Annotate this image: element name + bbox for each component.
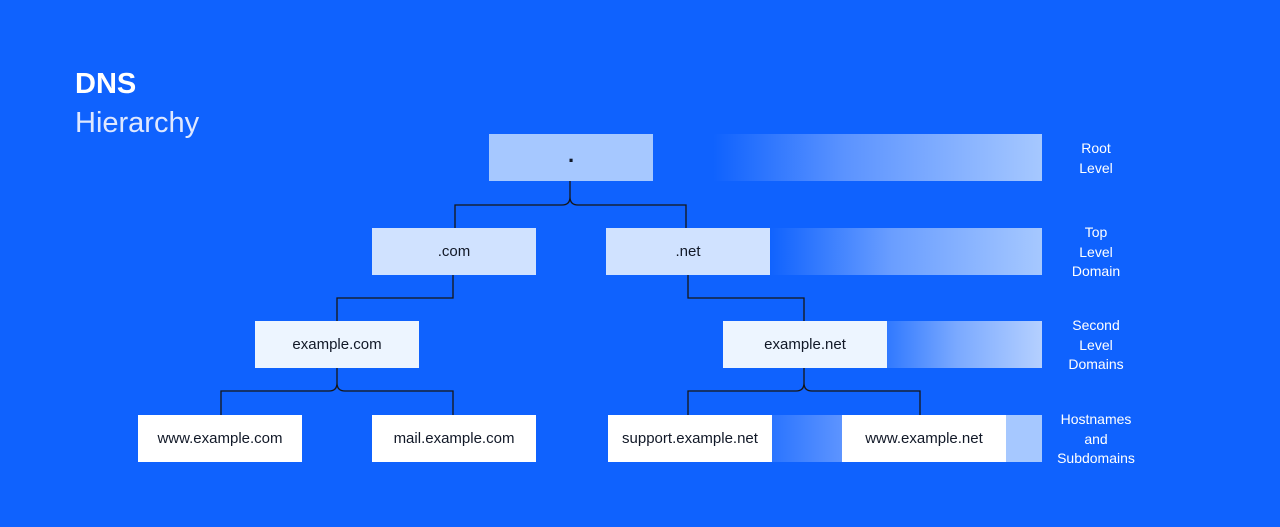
node-support-example-net: support.example.net [608, 415, 772, 462]
root-level-band [713, 134, 1042, 181]
node-www-example-net-label: www.example.net [865, 430, 983, 447]
node-www-example-net: www.example.net [842, 415, 1006, 462]
node-root: . [489, 134, 653, 181]
connector-example-net [687, 368, 921, 415]
connector-net [687, 275, 805, 321]
node-example-net-label: example.net [764, 336, 846, 353]
node-com-label: .com [437, 243, 471, 260]
connector-example-com [220, 368, 454, 415]
node-example-com: example.com [255, 321, 419, 368]
node-example-com-label: example.com [292, 336, 382, 353]
tld-level-band [769, 228, 1042, 275]
level-label-sld: Second Level Domains [1041, 316, 1151, 375]
level-label-line: Root [1081, 140, 1111, 156]
diagram-title: DNS Hierarchy [75, 66, 199, 143]
host-level-band-segment [771, 415, 842, 462]
node-net-label: .net [675, 243, 701, 260]
level-label-tld: Top Level Domain [1041, 223, 1151, 282]
node-www-example-com: www.example.com [138, 415, 302, 462]
sld-level-band [886, 321, 1042, 368]
level-label-line: Subdomains [1057, 450, 1135, 466]
node-mail-example-com-label: mail.example.com [393, 430, 515, 447]
node-example-net: example.net [723, 321, 887, 368]
node-root-label: . [567, 141, 575, 167]
connector-root [454, 181, 687, 228]
title-main: DNS [75, 68, 137, 100]
node-net: .net [606, 228, 770, 275]
title-sub: Hierarchy [75, 107, 200, 139]
node-www-example-com-label: www.example.com [157, 430, 283, 447]
level-label-line: Second [1072, 317, 1120, 333]
node-com: .com [372, 228, 536, 275]
level-label-line: Level [1079, 336, 1113, 353]
level-label-host: Hostnames and Subdomains [1041, 410, 1151, 469]
level-label-line: and [1084, 430, 1108, 447]
connector-com [336, 275, 454, 321]
level-label-line: Level [1079, 159, 1113, 176]
level-label-line: Level [1079, 243, 1113, 260]
level-label-root: Root Level [1041, 139, 1151, 178]
level-label-line: Domain [1071, 263, 1121, 279]
level-label-line: Hostnames [1060, 411, 1132, 427]
node-support-example-net-label: support.example.net [622, 430, 758, 447]
level-label-line: Domains [1068, 356, 1124, 372]
host-level-band-segment [1005, 415, 1042, 462]
level-label-line: Top [1084, 224, 1108, 240]
node-mail-example-com: mail.example.com [372, 415, 536, 462]
